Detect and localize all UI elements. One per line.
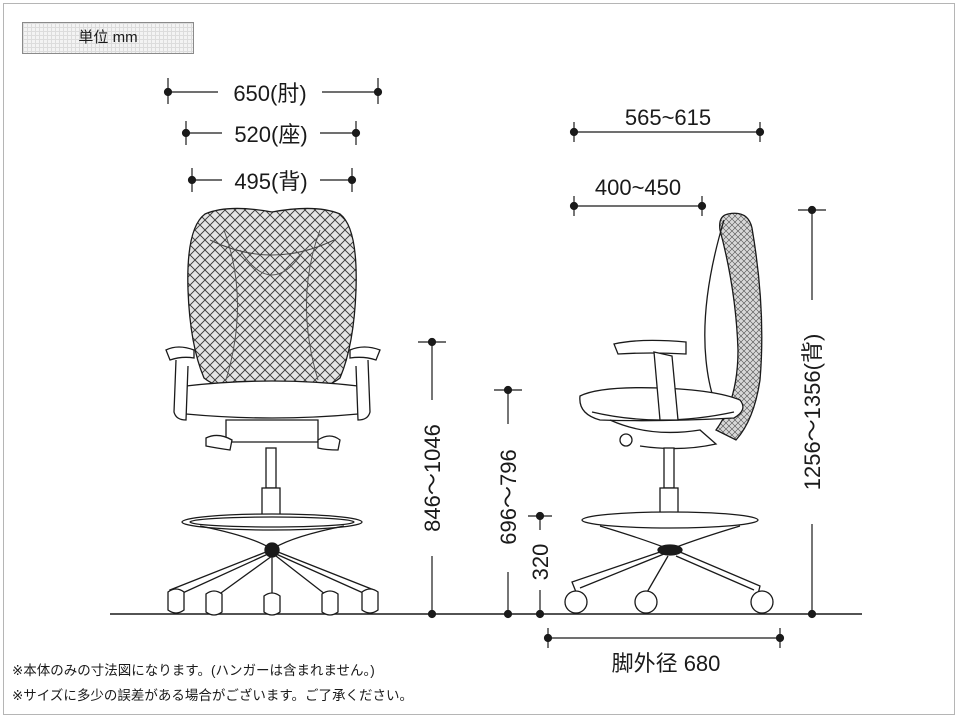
chair-front-view — [165, 207, 381, 616]
dim-back-height — [798, 205, 826, 619]
seat-height-label: 696〜796 — [496, 449, 521, 544]
dim-back-width — [187, 168, 357, 192]
armrest-width-label: 650(肘) — [233, 81, 306, 106]
dim-seat-depth — [569, 196, 707, 216]
dim-total-depth — [569, 122, 765, 142]
front-left-armrest — [165, 346, 195, 361]
seat-depth-label: 400~450 — [595, 175, 681, 200]
front-caster-5 — [361, 588, 379, 614]
notes: ※本体のみの寸法図になります。(ハンガーは含まれません。) ※サイズに多少の誤差… — [12, 658, 413, 708]
base-diameter-label: 脚外径 680 — [612, 651, 721, 676]
note-2: ※サイズに多少の誤差がある場合がございます。ご了承ください。 — [12, 688, 414, 703]
chair-side-view — [564, 212, 774, 614]
dim-seat-width — [181, 121, 361, 145]
dim-armrest-height — [418, 337, 446, 619]
side-caster-3 — [750, 590, 774, 614]
front-caster-1 — [167, 588, 185, 614]
seat-width-label: 520(座) — [234, 122, 307, 147]
front-backrest — [187, 207, 357, 397]
side-caster-2 — [634, 590, 658, 614]
side-backrest — [715, 212, 763, 441]
armrest-height-label: 846〜1046 — [420, 424, 445, 532]
side-armrest — [613, 339, 687, 355]
dim-base-diameter — [543, 628, 785, 648]
dim-armrest-width — [163, 78, 383, 104]
unit-label-box: 単位 mm — [22, 22, 194, 54]
front-right-armrest — [349, 346, 381, 361]
total-depth-label: 565~615 — [625, 105, 711, 130]
dim-footring-height — [528, 511, 552, 619]
footring-height-label: 320 — [528, 544, 553, 581]
front-caster-2 — [205, 590, 223, 616]
note-1: ※本体のみの寸法図になります。(ハンガーは含まれません。) — [12, 663, 375, 678]
front-caster-3 — [263, 592, 281, 616]
side-caster-1 — [564, 590, 588, 614]
front-caster-4 — [321, 590, 339, 616]
back-width-label: 495(背) — [234, 169, 307, 194]
back-height-label: 1256〜1356(背) — [800, 334, 825, 491]
unit-label: 単位 mm — [78, 29, 138, 46]
side-base — [579, 553, 755, 595]
front-seat — [182, 380, 362, 419]
diagram-frame — [3, 3, 955, 715]
dim-seat-height — [494, 385, 522, 619]
front-base — [175, 553, 371, 600]
side-foot-ring — [581, 511, 759, 529]
